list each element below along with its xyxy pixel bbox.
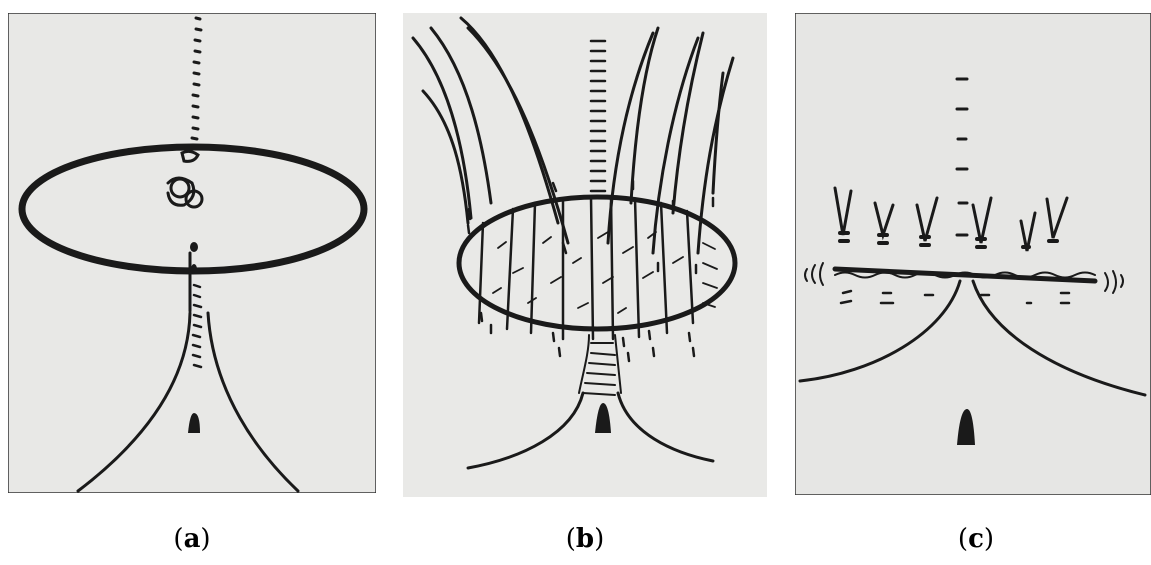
caption-a-letter: a xyxy=(184,524,201,554)
caption-b-letter: b xyxy=(576,524,594,554)
caption-b-close: ) xyxy=(594,524,604,554)
panel-a-sketch xyxy=(8,13,376,493)
panel-c-drawing xyxy=(795,13,1151,495)
caption-c: (c) xyxy=(936,524,1016,554)
caption-c-open: ( xyxy=(958,524,968,554)
caption-c-close: ) xyxy=(984,524,994,554)
panel-b-sketch xyxy=(403,13,767,497)
caption-a: (a) xyxy=(152,524,232,554)
caption-b: (b) xyxy=(545,524,625,554)
caption-c-letter: c xyxy=(968,524,984,554)
caption-b-open: ( xyxy=(566,524,576,554)
panel-a-drawing xyxy=(8,13,376,493)
caption-a-close: ) xyxy=(200,524,210,554)
panel-b-drawing xyxy=(403,13,767,497)
caption-a-open: ( xyxy=(173,524,183,554)
panel-c-sketch xyxy=(795,13,1151,495)
